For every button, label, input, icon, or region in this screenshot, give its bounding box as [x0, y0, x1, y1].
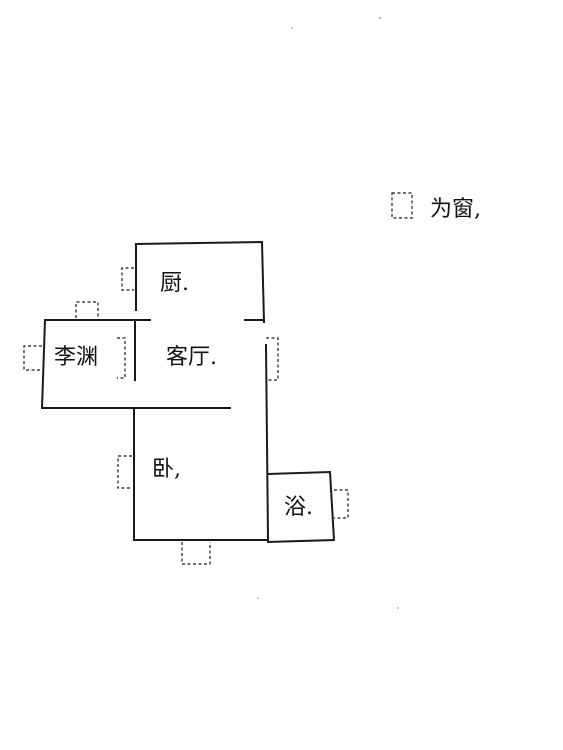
walls: [40, 240, 336, 544]
paper-speck: [291, 27, 293, 29]
paper-speck: [257, 597, 259, 599]
bedroom-left-window: [117, 455, 132, 489]
living-room-label: 客厅.: [166, 345, 217, 370]
living-room-window: [266, 337, 279, 381]
legend-label: 为窗,: [430, 197, 481, 222]
left-inner-wall: [134, 243, 137, 381]
legend-window-icon: [391, 192, 413, 219]
bedroom-bottom-window: [181, 542, 211, 565]
study-wall: [40, 318, 231, 409]
bathroom-window: [334, 489, 349, 519]
study-top-window: [75, 301, 99, 318]
paper-speck: [397, 607, 399, 609]
bathroom-wall: [266, 470, 336, 544]
kitchen-label: 厨.: [160, 271, 189, 296]
study-right-window: [117, 337, 126, 379]
study-left-window: [23, 345, 42, 371]
main-outer-wall: [133, 240, 270, 541]
bedroom-label: 卧,: [152, 457, 181, 482]
paper-speck: [379, 17, 381, 19]
windows: [23, 267, 349, 565]
kitchen-window: [121, 267, 134, 291]
bathroom-label: 浴.: [284, 495, 313, 520]
study-label: 李渊: [54, 345, 98, 370]
